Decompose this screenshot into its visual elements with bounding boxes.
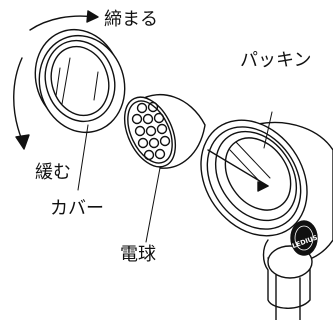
loosen-label: 緩む <box>35 162 71 183</box>
light-head <box>200 111 333 320</box>
bulb-label: 電球 <box>120 244 156 265</box>
cover-part <box>34 28 126 191</box>
packing-label: パッキン <box>240 50 311 71</box>
loosen-arrow <box>13 57 30 150</box>
cover-label: カバー <box>50 198 104 219</box>
tighten-arrow <box>29 10 99 31</box>
bulb-part <box>123 93 206 243</box>
tighten-label: 締まる <box>104 9 158 30</box>
